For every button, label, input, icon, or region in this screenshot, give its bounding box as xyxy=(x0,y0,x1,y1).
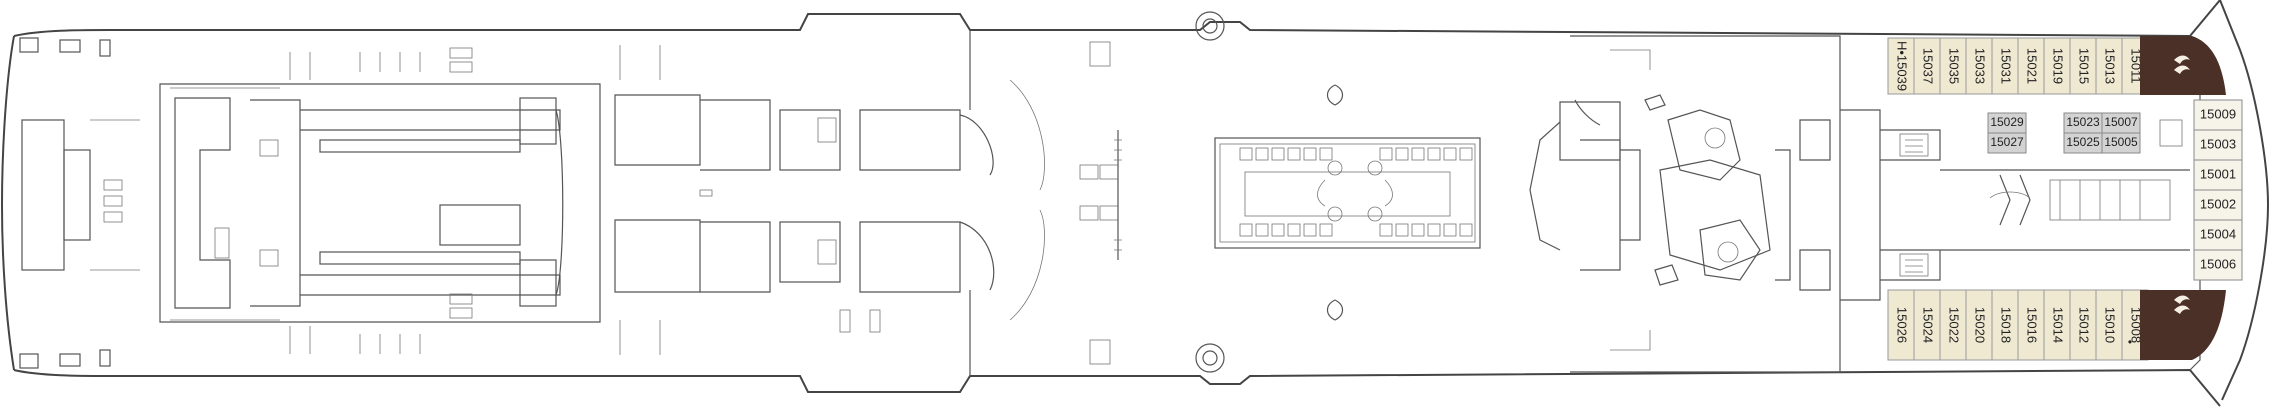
cabin-box[interactable] xyxy=(1939,289,1967,361)
cabin-box[interactable] xyxy=(2193,99,2243,131)
cabin-box[interactable] xyxy=(1965,37,1993,95)
cabin-number: 15005 xyxy=(2104,135,2138,149)
cabin-number: 15013 xyxy=(2103,48,2118,84)
cabin-box[interactable] xyxy=(2193,189,2243,221)
pool-cabanas-top xyxy=(1239,147,1473,161)
suite-badge-top xyxy=(2140,36,2226,95)
aft-venue xyxy=(159,47,601,354)
cabin-box[interactable] xyxy=(2193,159,2243,191)
cabin-number: 15025 xyxy=(2066,135,2100,149)
cabin-box[interactable] xyxy=(2095,289,2123,361)
pool-cabanas-bottom xyxy=(1239,223,1473,237)
cabin-number: 15007 xyxy=(2104,115,2138,129)
cabin-row-top: H•15039 15037 15035 15033 15031 15021 15019 150… xyxy=(1887,37,2149,95)
lifebuoy-icon xyxy=(1195,343,1225,373)
cabin-box[interactable] xyxy=(1987,132,2027,154)
cabin-number: 15015 xyxy=(2077,48,2092,84)
forward-suite-interior xyxy=(1840,109,2190,301)
cabin-number: 15006 xyxy=(2200,256,2236,271)
cabin-number: 15029 xyxy=(1990,115,2024,129)
cabin-number: H•15039 xyxy=(1895,41,1910,91)
cabin-number: 15016 xyxy=(2025,307,2040,343)
suite-badge-bottom xyxy=(2140,290,2226,360)
cabin-number: 15019 xyxy=(2051,48,2066,84)
cabin-number: 15010 xyxy=(2103,307,2118,343)
cabin-number: 15022 xyxy=(1947,307,1962,343)
cabin-number: 15012 xyxy=(2077,307,2092,343)
cabin-box[interactable] xyxy=(1991,289,2019,361)
cabin-number: 15003 xyxy=(2200,136,2236,151)
cabin-box[interactable] xyxy=(2017,289,2045,361)
stern-area xyxy=(19,37,140,369)
cabin-box[interactable] xyxy=(2069,37,2097,95)
cabin-number: 15014 xyxy=(2051,307,2066,343)
cabin-number: 15033 xyxy=(1973,48,1988,84)
cabin-box[interactable] xyxy=(1887,289,1915,361)
cabin-number: 15023 xyxy=(2066,115,2100,129)
suite-flag-marker: • xyxy=(2128,335,2132,349)
cabin-number: 15035 xyxy=(1947,48,1962,84)
cabin-row-bottom: 15026 15024 15022 15020 15018 15016 15014 15012… xyxy=(1887,289,2149,361)
cabin-number: 15018 xyxy=(1999,307,2014,343)
cabin-number: 15002 xyxy=(2200,196,2236,211)
cabin-number: 15026 xyxy=(1895,307,1910,343)
wave-crest-icon xyxy=(2174,55,2190,74)
cabin-number: 15009 xyxy=(2200,106,2236,121)
cabin-number: 15020 xyxy=(1973,307,1988,343)
forward-lounge xyxy=(1529,35,1841,373)
cabin-box[interactable] xyxy=(2193,129,2243,161)
cabin-grid-middle: 15029 15023 15007 15027 15025 15005 xyxy=(1987,112,2141,154)
wave-crest-icon xyxy=(2174,295,2190,314)
cabin-box[interactable] xyxy=(2193,249,2243,281)
cabin-box[interactable] xyxy=(1965,289,1993,361)
cabin-box[interactable] xyxy=(1913,289,1941,361)
cabin-number: 15027 xyxy=(1990,135,2024,149)
cabin-number: 15004 xyxy=(2200,226,2236,241)
central-pool xyxy=(1214,137,1481,249)
cabin-number: 15008 xyxy=(2129,307,2144,343)
cabin-number: 15037 xyxy=(1921,48,1936,84)
lifebuoy-icon xyxy=(1195,11,1225,41)
cabin-box[interactable] xyxy=(2101,132,2141,154)
cabin-box[interactable] xyxy=(2043,37,2071,95)
cabin-number: 15024 xyxy=(1921,307,1936,343)
cabin-number: 15031 xyxy=(1999,48,2014,84)
cabin-number: 15011 xyxy=(2129,48,2144,83)
cabin-box[interactable] xyxy=(1991,37,2019,95)
cabin-column-right: 15009 15003 15001 15002 15004 15006 xyxy=(2193,99,2243,281)
cabin-box[interactable] xyxy=(2193,219,2243,251)
cabin-number: 15021 xyxy=(2025,48,2040,84)
funnel-area xyxy=(1079,84,1344,321)
cabin-box[interactable] xyxy=(2017,37,2045,95)
cabin-number: 15001 xyxy=(2200,166,2236,181)
aft-mid-structures xyxy=(614,30,1111,376)
